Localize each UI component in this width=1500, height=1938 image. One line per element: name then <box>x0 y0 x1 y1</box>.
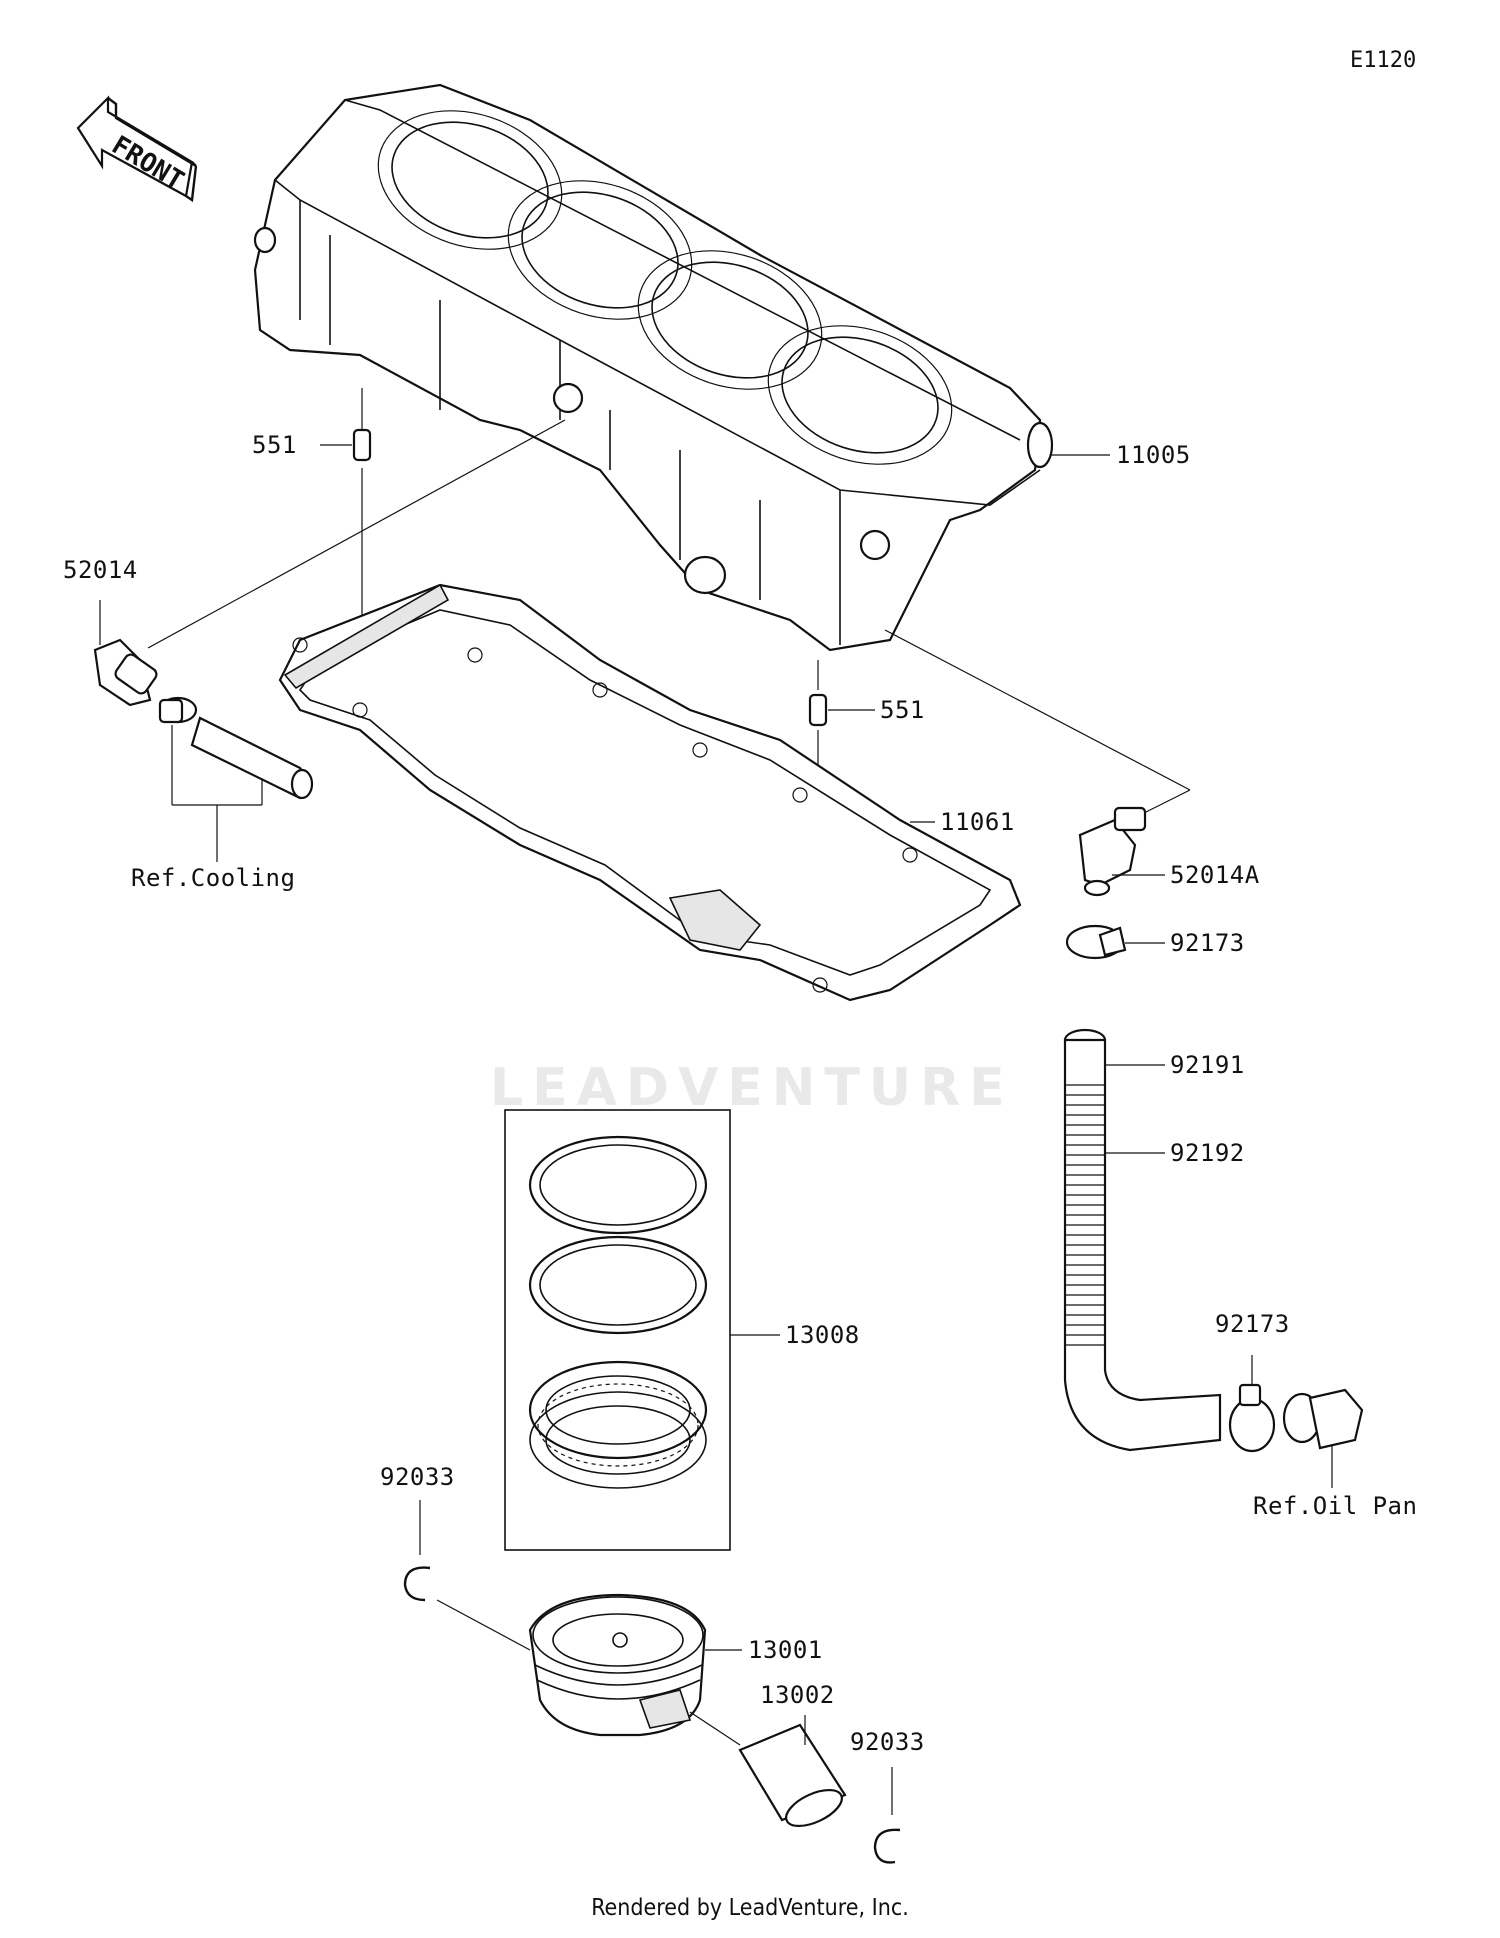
cooling-hose <box>158 696 314 862</box>
piston-pin <box>689 1711 847 1828</box>
callout-92173-top: 92173 <box>1170 929 1245 957</box>
callout-ref-cooling: Ref.Cooling <box>131 864 296 892</box>
cylinder-gasket <box>278 583 1022 1002</box>
cylinder-block <box>253 83 1054 652</box>
callout-13002: 13002 <box>760 1681 835 1709</box>
callout-92033-right: 92033 <box>850 1728 925 1756</box>
piston <box>528 1593 742 1737</box>
piston-ring-set <box>504 1109 780 1551</box>
footer-credit: Rendered by LeadVenture, Inc. <box>591 1895 909 1921</box>
clamp-92173-top <box>1065 924 1165 960</box>
callout-13001: 13001 <box>748 1636 823 1664</box>
leader-lines <box>99 444 1110 823</box>
callout-13008: 13008 <box>785 1321 860 1349</box>
callout-52014A: 52014A <box>1170 861 1260 889</box>
callout-551-top: 551 <box>252 431 297 459</box>
watermark: LEADVENTURE <box>490 1058 1014 1118</box>
callout-92033-left: 92033 <box>380 1463 455 1491</box>
figure-id: E1120 <box>1350 48 1417 73</box>
callout-92173-bottom: 92173 <box>1215 1310 1290 1338</box>
oil-pan-fitting <box>1282 1388 1364 1488</box>
callout-11061: 11061 <box>940 808 1015 836</box>
callout-52014: 52014 <box>63 556 138 584</box>
callout-92192: 92192 <box>1170 1139 1245 1167</box>
callout-ref-oil-pan: Ref.Oil Pan <box>1253 1492 1418 1520</box>
callout-11005: 11005 <box>1116 441 1191 469</box>
circlip-92033-left <box>403 1500 531 1651</box>
oil-hose <box>1063 1028 1222 1452</box>
callout-551-mid: 551 <box>880 696 925 724</box>
circlip-92033-right <box>873 1767 901 1864</box>
clamp-92173-bottom <box>1228 1355 1276 1453</box>
fitting-52014 <box>93 419 566 707</box>
front-arrow-icon: FRONT <box>76 95 198 203</box>
callout-92191: 92191 <box>1170 1051 1245 1079</box>
fitting-52014A <box>884 629 1191 897</box>
hose-ribs <box>1066 1084 1104 1346</box>
